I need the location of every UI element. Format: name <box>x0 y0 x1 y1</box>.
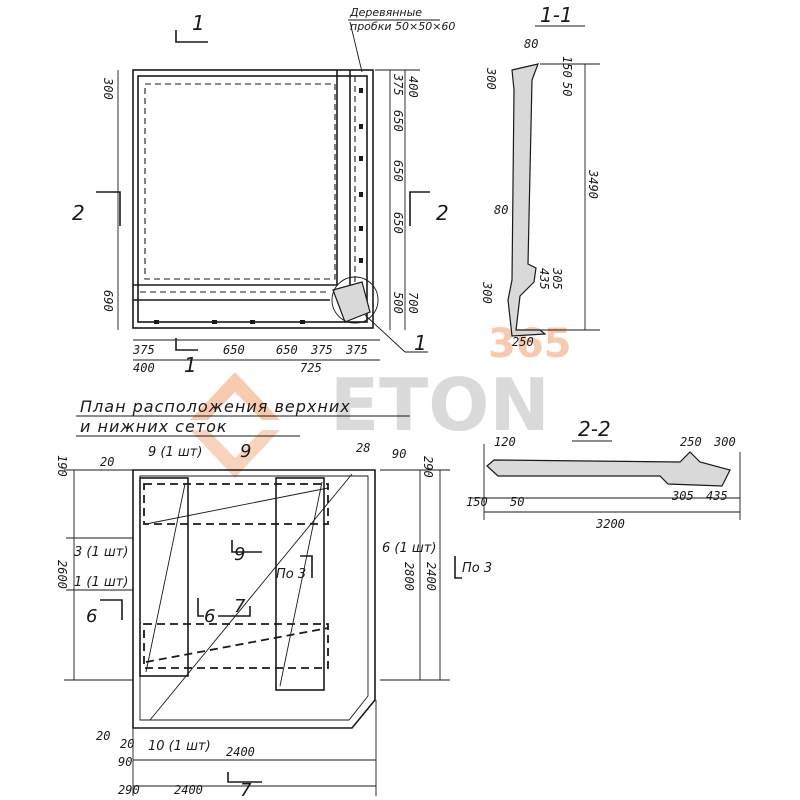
svg-text:400: 400 <box>133 361 155 375</box>
watermark-eton: ETON <box>330 363 550 447</box>
mark-10-1sht: 10 (1 шт) <box>148 739 211 754</box>
svg-text:375: 375 <box>310 343 333 357</box>
svg-text:28: 28 <box>356 441 370 455</box>
dims-right: 375 400 650 650 650 500 700 <box>391 73 420 314</box>
section-2-2-title: 2-2 <box>578 417 611 441</box>
svg-text:80: 80 <box>494 203 508 217</box>
svg-text:400: 400 <box>406 76 420 98</box>
svg-text:700: 700 <box>406 292 420 314</box>
plan-title-line1: План расположения верхних <box>80 397 351 416</box>
svg-text:290: 290 <box>421 456 435 478</box>
dim-left-690: 690 <box>101 290 115 312</box>
section-mark-1-top: 1 <box>192 11 205 35</box>
section-mark-2-left: 2 <box>72 201 85 225</box>
svg-text:2400: 2400 <box>226 745 255 759</box>
svg-text:250: 250 <box>512 335 534 349</box>
mark-9-1sht: 9 (1 шт) <box>148 445 202 460</box>
svg-text:375: 375 <box>391 73 405 96</box>
svg-text:650: 650 <box>391 110 405 132</box>
plan-title-line2: и нижних сеток <box>80 417 228 436</box>
section-2-2: 2-2 120 250 300 150 50 305 435 3200 <box>466 417 741 531</box>
mark-6-1sht: 6 (1 шт) <box>382 541 436 556</box>
svg-text:375: 375 <box>132 343 155 357</box>
svg-text:3490: 3490 <box>586 169 600 199</box>
svg-text:50: 50 <box>560 82 574 96</box>
svg-text:20: 20 <box>96 729 110 743</box>
section-1-1: 1-1 3490 80 300 150 50 80 300 435 305 25… <box>480 3 600 349</box>
mark-3-1sht: 3 (1 шт) <box>74 545 128 560</box>
svg-text:650: 650 <box>391 212 405 234</box>
svg-text:300: 300 <box>713 435 736 449</box>
svg-text:725: 725 <box>300 361 322 375</box>
svg-text:435: 435 <box>537 268 551 290</box>
svg-text:190: 190 <box>55 455 69 477</box>
mesh-plan: План расположения верхних и нижних сеток… <box>55 397 492 800</box>
svg-text:500: 500 <box>391 292 405 314</box>
section-1-1-title: 1-1 <box>540 3 573 27</box>
svg-text:650: 650 <box>391 160 405 182</box>
section-mark-2-right: 2 <box>436 201 449 225</box>
note-wood-plugs-1: Деревянные <box>349 6 422 19</box>
svg-text:2800: 2800 <box>402 562 416 591</box>
section-7-mid: 7 <box>234 596 246 617</box>
svg-text:150: 150 <box>560 56 574 78</box>
dim-left-300: 300 <box>101 77 115 100</box>
svg-text:305: 305 <box>671 489 694 503</box>
svg-text:150: 150 <box>466 495 488 509</box>
mark-po3-outer: По 3 <box>462 561 492 576</box>
watermark-logo-icon <box>190 372 280 420</box>
svg-text:300: 300 <box>480 281 494 304</box>
svg-text:2400: 2400 <box>174 783 203 797</box>
svg-text:3200: 3200 <box>595 517 625 531</box>
watermark-365: 365 <box>488 321 572 367</box>
svg-text:305: 305 <box>550 267 564 290</box>
svg-text:375: 375 <box>345 343 368 357</box>
mark-po3-inner: По 3 <box>276 567 306 582</box>
mark-9-mid: 9 <box>234 544 245 565</box>
mark-9-top: 9 <box>240 441 251 462</box>
svg-text:2600: 2600 <box>55 560 69 589</box>
svg-text:300: 300 <box>484 67 498 90</box>
watermark: 365 ETON <box>190 321 572 478</box>
svg-text:650: 650 <box>276 343 298 357</box>
svg-text:50: 50 <box>510 495 524 509</box>
svg-text:435: 435 <box>706 489 728 503</box>
section-6-left: 6 <box>86 606 97 627</box>
svg-text:650: 650 <box>223 343 245 357</box>
svg-text:20: 20 <box>120 737 134 751</box>
svg-text:2400: 2400 <box>424 562 438 591</box>
svg-text:120: 120 <box>494 435 516 449</box>
svg-text:20: 20 <box>100 455 114 469</box>
svg-text:90: 90 <box>118 755 132 769</box>
svg-text:1: 1 <box>414 331 427 355</box>
svg-text:250: 250 <box>680 435 702 449</box>
svg-text:80: 80 <box>524 37 538 51</box>
svg-text:90: 90 <box>392 447 406 461</box>
svg-text:290: 290 <box>118 783 140 797</box>
section-mark-1-bottom: 1 <box>184 353 197 377</box>
note-wood-plugs-2: пробки 50×50×60 <box>350 20 455 33</box>
panel-top-view: 375 400 650 650 650 500 700 300 690 375 … <box>72 6 455 377</box>
section-7-bottom: 7 <box>240 780 252 800</box>
section-6-mid: 6 <box>204 606 215 627</box>
mark-1-1sht: 1 (1 шт) <box>74 575 128 590</box>
